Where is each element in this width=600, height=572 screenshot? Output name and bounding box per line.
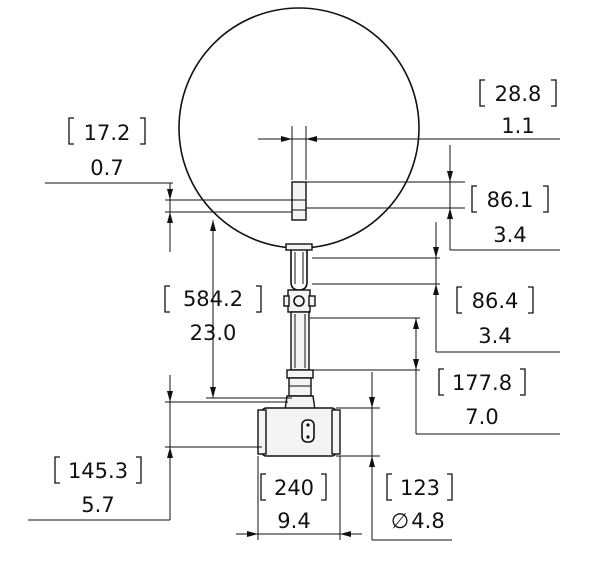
valve-assembly bbox=[178, 7, 420, 457]
dim-mid-length-in: 3.4 bbox=[478, 324, 511, 348]
dim-lower-length-in: 7.0 bbox=[465, 405, 498, 429]
stem-top bbox=[291, 181, 307, 221]
dim-base-height-in: 5.7 bbox=[81, 493, 114, 517]
dim-base-height: 145.3 5.7 bbox=[54, 456, 142, 517]
stem-sleeve bbox=[290, 311, 310, 371]
dim-flange-gap: 28.8 1.1 bbox=[479, 79, 557, 138]
actuator-block bbox=[287, 289, 311, 313]
dim-tee-width: 240 9.4 bbox=[260, 473, 327, 533]
dim-stem-offset-in: 0.7 bbox=[90, 156, 123, 180]
dim-overall-height-in: 23.0 bbox=[190, 321, 237, 345]
collar-lower bbox=[288, 377, 312, 397]
dim-flange-gap-in: 1.1 bbox=[501, 114, 534, 138]
dim-pipe-diameter-in: 4.8 bbox=[411, 509, 444, 533]
tee-body bbox=[261, 407, 337, 457]
dim-pipe-diameter: 123 ∅ 4.8 bbox=[386, 473, 453, 533]
dim-upper-length: 86.1 3.4 bbox=[471, 185, 549, 247]
diameter-symbol-icon: ∅ bbox=[391, 509, 409, 533]
yoke-top-plate bbox=[285, 243, 313, 251]
dimension-lines bbox=[28, 126, 560, 541]
tee-slot bbox=[301, 419, 315, 443]
dim-upper-length-in: 3.4 bbox=[493, 223, 526, 247]
dim-stem-offset: 17.2 0.7 bbox=[68, 117, 146, 180]
dim-pipe-diameter-mm: 123 bbox=[400, 476, 440, 500]
dim-lower-length: 177.8 7.0 bbox=[438, 368, 526, 429]
dim-upper-length-mm: 86.1 bbox=[487, 188, 534, 212]
dim-mid-length: 86.4 3.4 bbox=[456, 286, 534, 348]
yoke-loop bbox=[290, 250, 308, 291]
dim-mid-length-mm: 86.4 bbox=[472, 289, 519, 313]
dim-flange-gap-mm: 28.8 bbox=[495, 82, 542, 106]
dim-lower-length-mm: 177.8 bbox=[452, 371, 512, 395]
dim-overall-height: 584.2 23.0 bbox=[164, 285, 262, 345]
dim-tee-width-mm: 240 bbox=[274, 476, 314, 500]
collar-upper bbox=[286, 369, 314, 379]
dim-base-height-mm: 145.3 bbox=[68, 459, 128, 483]
dim-stem-offset-mm: 17.2 bbox=[84, 121, 131, 145]
dim-overall-height-mm: 584.2 bbox=[183, 287, 243, 311]
dim-tee-width-in: 9.4 bbox=[277, 509, 310, 533]
